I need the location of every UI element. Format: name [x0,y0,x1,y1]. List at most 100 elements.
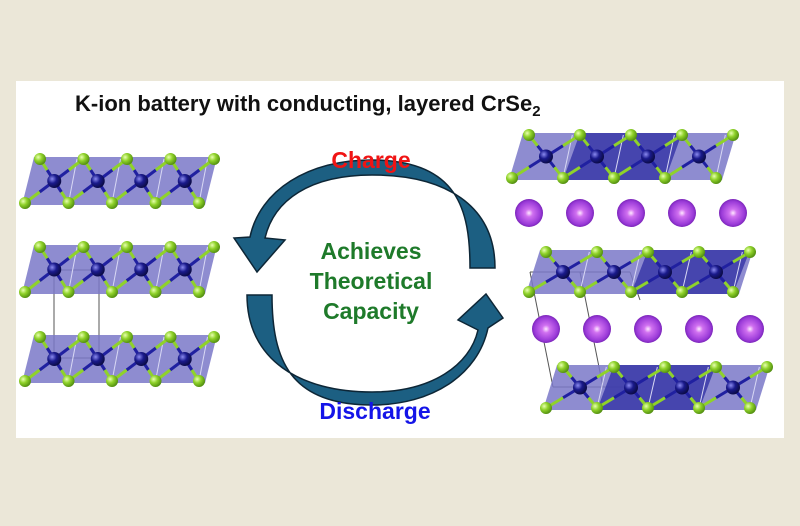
se-atom [77,153,90,165]
se-atom [106,286,118,298]
se-atom [523,286,535,298]
se-atom [557,172,569,184]
center-text-line-3: Capacity [323,298,419,324]
se-atom [642,246,654,258]
se-atom [506,172,518,184]
se-atom [574,286,586,298]
se-atom [193,197,205,209]
k-atom [583,315,611,343]
se-atom [710,361,722,373]
cr-atom [134,352,149,366]
se-atom [121,241,133,253]
cr-atom [90,262,105,277]
cr-atom [675,380,689,395]
cr-atom [177,352,192,366]
se-atom [744,246,756,258]
se-atom [744,402,756,414]
se-atom [19,197,31,209]
se-atom [149,286,162,298]
charge-arrow-icon [232,159,496,274]
crse2-layer [523,246,756,298]
crse2-layer [506,129,739,184]
cr-atom [134,174,149,188]
discharge-arrow-icon [246,292,505,406]
k-atom [685,315,713,343]
cr-atom [556,265,570,279]
k-atom [736,315,764,343]
se-atom [164,331,177,343]
se-atom [77,241,90,253]
se-atom [727,286,739,298]
figure-title: K-ion battery with conducting, layered C… [75,91,541,120]
cr-atom [624,380,638,395]
se-atom [642,402,654,414]
k-atom [668,199,696,227]
se-atom [591,402,603,414]
slab-plane-dark [631,250,750,294]
cr-atom [90,174,105,188]
se-atom [540,246,552,258]
crse2-structure-left [19,153,220,387]
kcrse2-structure-right [506,129,773,414]
se-atom [106,197,118,209]
se-atom [193,286,205,298]
se-atom [761,361,773,373]
cr-atom [726,380,740,395]
se-atom [164,241,177,253]
cr-atom [134,262,149,277]
k-atom [566,199,594,227]
se-atom [574,129,586,141]
se-atom [608,172,620,184]
se-atom [676,129,688,141]
se-atom [540,402,552,414]
se-atom [34,331,46,343]
se-atom [727,129,739,141]
cr-atom [90,352,105,366]
se-atom [193,375,205,387]
cr-atom [607,265,621,279]
se-atom [121,153,133,165]
crse2-layer [19,331,220,387]
se-atom [149,375,162,387]
se-atom [659,172,671,184]
cr-atom [539,149,553,164]
se-atom [608,361,620,373]
k-atom [634,315,662,343]
cr-atom [47,262,62,277]
se-atom [164,153,177,165]
se-atom [19,375,31,387]
center-text-line-2: Theoretical [310,268,433,294]
se-atom [557,361,569,373]
cr-atom [692,149,706,164]
discharge-arrow [246,292,505,406]
se-atom [523,129,535,141]
k-atom [719,199,747,227]
crse2-layer [19,153,220,209]
se-atom [710,172,722,184]
k-atom [515,199,543,227]
k-atom [617,199,645,227]
se-atom [62,375,75,387]
se-atom [676,286,688,298]
center-text-line-1: Achieves [320,238,421,264]
crse2-layer [19,241,220,298]
se-atom [77,331,90,343]
slab-plane-dark [563,133,682,180]
se-atom [121,331,133,343]
charge-label: Charge [331,147,410,173]
cr-atom [590,149,604,164]
slab-plane-dark [597,365,716,410]
k-atom [532,315,560,343]
se-atom [625,286,637,298]
se-atom [693,246,705,258]
se-atom [208,331,220,343]
crse2-layer [540,361,773,414]
se-atom [625,129,637,141]
cr-atom [177,262,192,277]
cr-atom [641,149,655,164]
se-atom [208,153,220,165]
discharge-label: Discharge [319,398,430,424]
cr-atom [177,174,192,188]
charge-arrow [232,159,496,274]
